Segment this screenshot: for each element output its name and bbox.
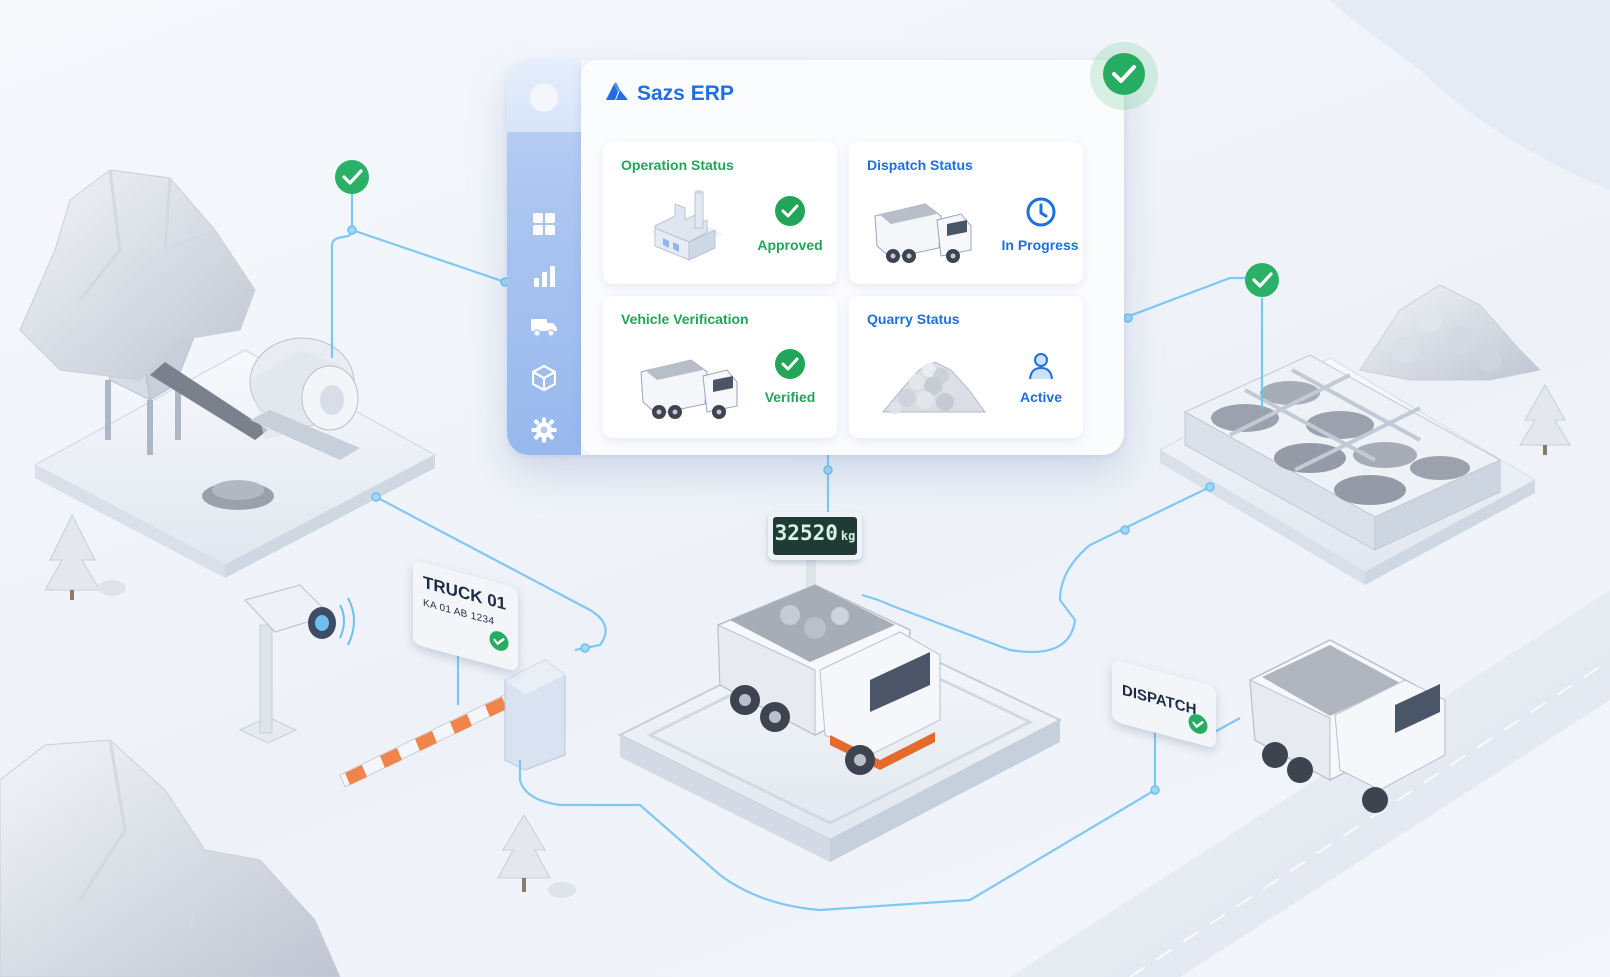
check-circle-icon <box>1102 52 1146 101</box>
avatar[interactable] <box>529 82 559 112</box>
dispatch-status-card[interactable]: Dispatch Status In Progress <box>849 142 1083 284</box>
dashboard-icon <box>532 212 556 241</box>
box-icon <box>531 364 557 396</box>
sidebar <box>507 60 581 455</box>
rock-pile-icon <box>879 352 989 423</box>
security-camera <box>238 584 355 744</box>
erp-dashboard-panel: Sazs ERP Operation Status Approved <box>507 60 1124 455</box>
sazs-logo-icon <box>605 81 629 107</box>
dump-truck-center <box>717 584 941 775</box>
connector-nodes <box>347 225 1215 795</box>
dispatch-sign: DISPATCH <box>1112 659 1216 749</box>
rock-formation-bottom <box>0 739 341 977</box>
card-title: Dispatch Status <box>867 157 973 173</box>
sidebar-item-vehicles[interactable] <box>524 309 564 349</box>
status-label: Verified <box>764 389 816 405</box>
bar-chart-icon <box>532 264 556 293</box>
sidebar-menu <box>507 132 581 455</box>
operation-status-card[interactable]: Operation Status Approved <box>603 142 837 284</box>
dump-truck-icon <box>637 352 741 429</box>
factory-icon <box>645 186 729 271</box>
check-marker-crusher <box>335 160 369 194</box>
erp-main-content: Sazs ERP Operation Status Approved <box>581 60 1124 455</box>
sidebar-item-inventory[interactable] <box>524 360 564 400</box>
check-circle-icon <box>774 195 806 232</box>
status-label: In Progress <box>1001 237 1079 253</box>
rock-pile <box>1359 284 1542 381</box>
weighbridge-display: 32520 kg <box>768 512 862 560</box>
crusher-platform <box>33 299 437 578</box>
dump-truck-dispatch <box>1249 639 1446 813</box>
check-circle-icon <box>1188 711 1208 741</box>
rock-formation <box>19 169 256 381</box>
clock-icon <box>1025 196 1057 233</box>
weight-value: 32520 <box>774 521 838 545</box>
truck-id-sign: TRUCK 01 KA 01 AB 1234 <box>413 560 518 673</box>
card-title: Operation Status <box>621 157 734 173</box>
quarry-status-card[interactable]: Quarry Status Active <box>849 296 1083 438</box>
success-badge <box>1090 42 1158 110</box>
check-circle-icon <box>489 628 509 658</box>
check-marker-bins <box>1245 263 1279 297</box>
sidebar-item-settings[interactable] <box>524 412 564 452</box>
gear-icon <box>531 417 557 448</box>
app-name: Sazs ERP <box>637 82 734 105</box>
status-label: Approved <box>757 237 823 253</box>
check-circle-icon <box>774 348 806 385</box>
dump-truck-icon <box>871 196 975 273</box>
app-title: Sazs ERP <box>605 81 734 107</box>
card-title: Quarry Status <box>867 311 960 327</box>
storage-bins <box>1158 354 1537 585</box>
sidebar-item-dashboard[interactable] <box>524 206 564 246</box>
card-title: Vehicle Verification <box>621 311 749 327</box>
barrier-gate <box>339 659 566 788</box>
truck-icon <box>530 316 558 343</box>
vehicle-verification-card[interactable]: Vehicle Verification Verified <box>603 296 837 438</box>
user-icon <box>1027 352 1055 385</box>
road <box>1010 590 1610 977</box>
weight-readout: 32520 kg <box>773 517 857 555</box>
weight-unit: kg <box>840 529 856 543</box>
sidebar-item-analytics[interactable] <box>524 258 564 298</box>
status-label: Active <box>1019 389 1063 405</box>
dispatch-label: DISPATCH <box>1122 681 1197 719</box>
